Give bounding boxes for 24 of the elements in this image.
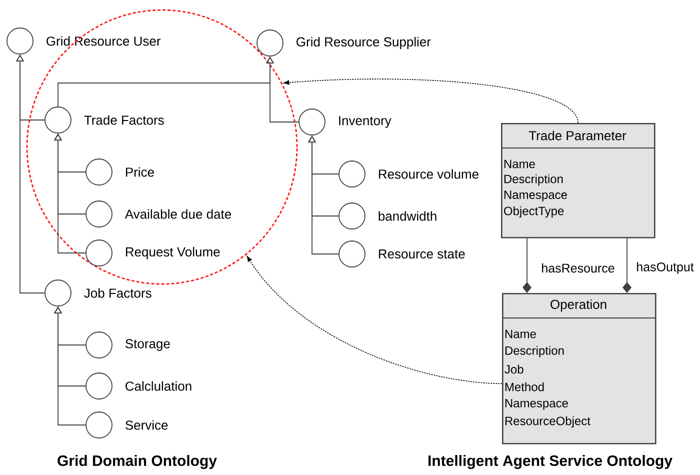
composition-line: [522, 238, 532, 293]
node-label: Resource state: [378, 249, 465, 259]
edge-label: hasOutput: [635, 261, 695, 275]
node-label: Price: [126, 167, 154, 177]
node-label: Calclulation: [126, 381, 192, 391]
node-label: Request Volume: [126, 246, 220, 260]
node-label: Trade Factors: [84, 115, 164, 125]
composition-line: [622, 238, 632, 293]
node-label: Inventory: [339, 116, 392, 128]
node-label: Available due date: [124, 209, 232, 219]
node-label: Grid Resource User: [46, 36, 161, 46]
class-box: Operation Name Description Job Method Namespace ResourceObject: [502, 293, 656, 444]
node-label: Service: [126, 420, 168, 430]
highlight-circle: [26, 9, 298, 285]
node-label: Job Factors: [84, 288, 152, 298]
node-label: Resource volume: [378, 169, 478, 179]
dotted-arrow: [246, 256, 502, 384]
dotted-arrow: [284, 78, 578, 124]
node-label: Grid Resource Supplier: [296, 36, 431, 50]
edge-label: hasResource: [540, 262, 616, 274]
node-label: Storage: [126, 339, 170, 351]
section-caption: Grid Domain Ontology: [58, 454, 217, 470]
node-label: bandwidth: [378, 211, 436, 221]
class-box: Trade Parameter Name Description Namespace ObjectType: [501, 123, 656, 238]
